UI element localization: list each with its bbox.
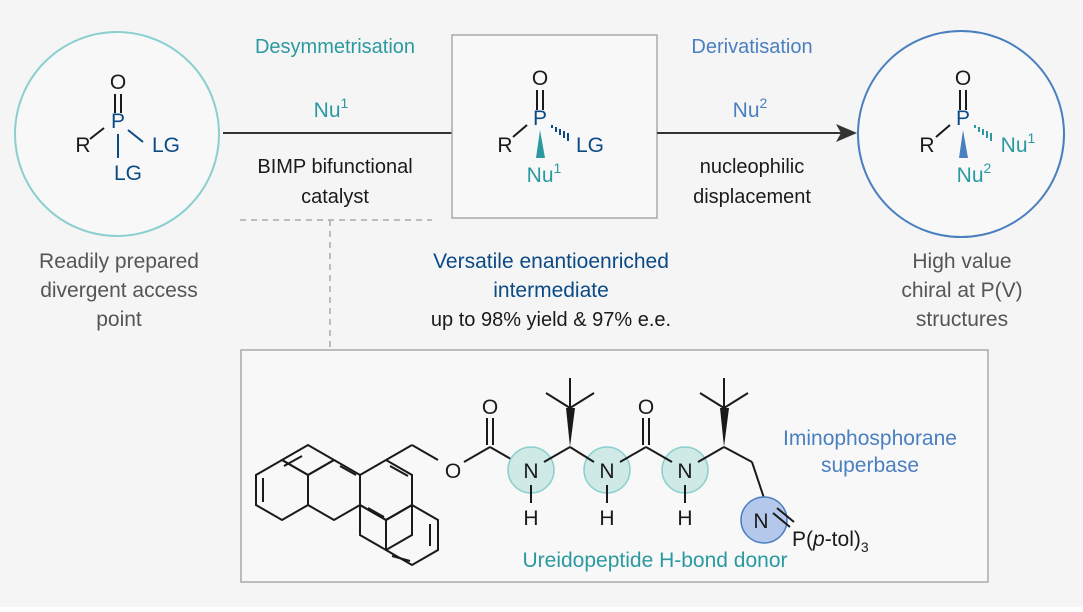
step2-arrow-head	[836, 124, 857, 142]
middle-caption-line3: up to 98% yield & 97% e.e.	[431, 309, 671, 331]
prod-nu2: Nu2	[957, 160, 992, 187]
prod-r-group: R	[919, 134, 934, 157]
cat-nitrogen-1: N	[523, 460, 538, 483]
right-caption-line3: structures	[916, 308, 1008, 331]
sm-leaving-group-2: LG	[114, 162, 142, 185]
step1-condition-line2: catalyst	[301, 186, 369, 208]
derivatisation-label: Derivatisation	[691, 36, 812, 58]
int-phosphorus: P	[533, 107, 547, 130]
superbase-label-line1: Iminophosphorane	[783, 427, 957, 450]
sm-leaving-group-1: LG	[152, 134, 180, 157]
left-caption-line1: Readily prepared	[39, 250, 199, 273]
step2-condition-line1: nucleophilic	[700, 156, 805, 178]
superbase-circle	[740, 496, 788, 544]
product-structure: O P R Nu1 Nu2	[919, 67, 1035, 187]
sm-oxygen: O	[110, 71, 126, 94]
int-oxygen: O	[532, 67, 548, 90]
int-leaving-group: LG	[576, 134, 604, 157]
left-caption-line2: divergent access	[40, 279, 198, 302]
prod-nu1: Nu1	[1001, 130, 1036, 157]
prod-phosphorus: P	[956, 107, 970, 130]
cat-ester-oxygen: O	[445, 460, 461, 483]
sm-phosphorus: P	[111, 110, 125, 133]
step1-condition-line1: BIMP bifunctional	[257, 156, 412, 178]
step1-reagent: Nu1	[314, 95, 349, 122]
intermediate-structure: O P R LG Nu1	[497, 67, 604, 187]
superbase-label-line2: superbase	[821, 454, 919, 477]
catalyst-structure: O O N H N H O N H	[255, 378, 869, 567]
step2-condition-line2: displacement	[693, 186, 811, 208]
cat-hydrogen-2: H	[599, 507, 614, 530]
cat-nitrogen-3: N	[677, 460, 692, 483]
int-nu1: Nu1	[527, 160, 562, 187]
desymmetrisation-label: Desymmetrisation	[255, 36, 415, 58]
hbond-donor-label: Ureidopeptide H-bond donor	[522, 549, 787, 572]
middle-caption-line2: intermediate	[493, 279, 609, 302]
int-r-group: R	[497, 134, 512, 157]
cat-phosphorus-group: P(p-tol)3	[792, 528, 869, 555]
prod-oxygen: O	[955, 67, 971, 90]
right-caption-line2: chiral at P(V)	[901, 279, 1022, 302]
step2-reagent: Nu2	[733, 95, 768, 122]
cat-imine-nitrogen: N	[753, 510, 768, 533]
cat-carbonyl-oxygen-2: O	[638, 396, 654, 419]
left-caption-line3: point	[96, 308, 142, 331]
right-caption-line1: High value	[912, 250, 1011, 273]
cat-hydrogen-1: H	[523, 507, 538, 530]
cat-nitrogen-2: N	[599, 460, 614, 483]
sm-r-group: R	[75, 134, 90, 157]
middle-caption-line1: Versatile enantioenriched	[433, 250, 669, 273]
intermediate-box	[451, 34, 658, 219]
cat-hydrogen-3: H	[677, 507, 692, 530]
starting-material-structure: O P R LG LG	[75, 71, 180, 185]
anthracene-ring	[255, 443, 439, 567]
product-circle	[857, 30, 1065, 238]
cat-carbonyl-oxygen-1: O	[482, 396, 498, 419]
